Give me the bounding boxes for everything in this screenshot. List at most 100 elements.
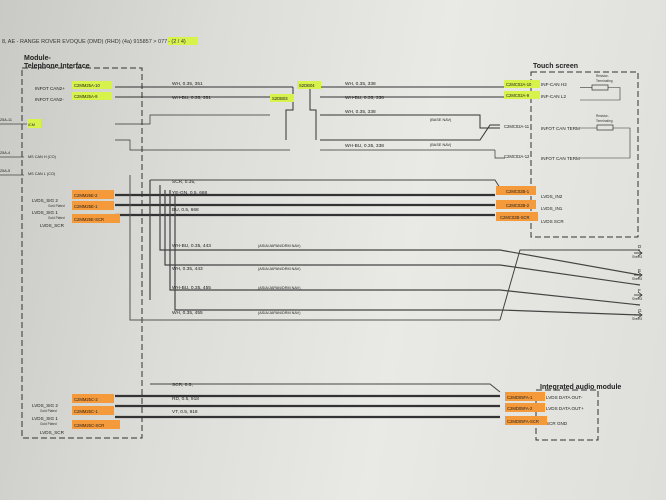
pin-label: INF-CAN H2	[541, 82, 567, 87]
sheet-ref: F	[638, 288, 641, 293]
wire-label: WH-BU, 0.35, 338	[345, 95, 384, 101]
orange-connector	[72, 420, 120, 429]
connector-label: C2MC02B-SCR	[500, 215, 530, 220]
orange-connector	[72, 201, 114, 210]
connector-label: C2MM25E-SCR	[74, 217, 104, 222]
sheet-ref: Sheet3	[632, 297, 642, 301]
pin-label: INFOT CAN TERM	[541, 126, 580, 131]
connector-label: C2MC02A-9	[506, 93, 530, 98]
green-connector	[270, 94, 294, 102]
orange-connector	[496, 186, 536, 195]
left-label: MS CAN L (CO)	[28, 172, 56, 176]
icm-highlight	[27, 119, 41, 128]
wire-label: YE-GN, 0.5, 668	[172, 190, 208, 196]
wire	[580, 127, 631, 159]
green-connector	[72, 92, 112, 100]
connector-label: C2MC02B-2	[506, 203, 530, 208]
wire	[320, 114, 500, 129]
arrow-icon	[634, 311, 643, 319]
wire	[150, 383, 501, 393]
wire-label: WH-BU, 0.35, 338	[345, 143, 384, 149]
resistor-label: Resistor-	[596, 74, 609, 78]
connector-label: C2MM25C-2	[74, 397, 98, 402]
resistor-label: Terminating	[596, 119, 613, 123]
arrow-icon	[634, 249, 643, 257]
telephone-module-title-1: Module-	[24, 55, 51, 62]
wire	[115, 114, 270, 125]
connector-label: C2MM25A-10	[74, 83, 101, 88]
wire-label: BU, 0.5, 668	[172, 207, 199, 213]
wire	[150, 179, 501, 189]
orange-connector	[72, 214, 120, 223]
green-connector	[504, 91, 540, 99]
connector-label: C2MD05FA-SCR	[507, 419, 539, 424]
green-connector	[297, 81, 321, 89]
wire	[580, 87, 621, 101]
green-connector	[504, 80, 540, 88]
asia-nav-note: (ASIA/JAPAN/DRM NAV)	[258, 286, 301, 290]
base-nav-note: (BASE NAV)	[430, 143, 452, 147]
gold-plated-note: Gold Plated	[40, 409, 57, 413]
pin-label: LVDS_SCR	[40, 223, 65, 228]
wire-label: WH, 0.35, 351	[172, 81, 203, 87]
resistor-icon	[591, 84, 609, 91]
connector-label: C2MD05FA-2	[507, 406, 533, 411]
orange-connector	[72, 394, 114, 403]
connector-label: C2MD05FA-1	[507, 395, 533, 400]
sheet-highlight	[167, 37, 197, 45]
arrow-icon	[634, 271, 643, 279]
wire-label: WH-BU, 0.35, 443	[172, 243, 211, 249]
telephone-module-title-2: Telephone Interface	[24, 63, 90, 70]
telephone-module-box	[21, 67, 143, 439]
sheet-ref: E	[638, 268, 641, 273]
connector-label: S2DB03	[272, 96, 288, 101]
base-nav-note: (BASE NAV)	[430, 118, 452, 122]
sheet-ref: G	[638, 308, 642, 313]
connector-label: C2MC02A-11	[504, 124, 530, 129]
connector-label: C2MM25E-1	[74, 204, 98, 209]
wire-label: WH, 0.35, 338	[345, 109, 376, 115]
wire	[499, 249, 640, 321]
green-connector	[72, 81, 112, 89]
wire-label: WH, 0.35, 455	[172, 310, 203, 316]
left-label: ICM	[28, 123, 35, 127]
header-model-text: 8, AE - RANGE ROVER EVOQUE (DMD) (RHD) (…	[2, 39, 176, 45]
pin-label: LVDS_SCR	[40, 430, 65, 435]
wire-label: WH-BU, 0.35, 455	[172, 285, 211, 291]
connector-label: S2DB04	[299, 83, 315, 88]
audio-module-box	[535, 389, 599, 441]
wire-label: SCR, 0.35,	[172, 179, 195, 185]
orange-connector	[496, 200, 536, 209]
connector-label: C2MC02B-1	[506, 189, 530, 194]
asia-nav-note: (ASIA/JAPAN/DRM NAV)	[258, 267, 301, 271]
pin-label: INFOT CAN TERM	[541, 156, 580, 161]
wire-label: RD, 0.5, 918	[172, 396, 199, 402]
orange-connector	[72, 406, 114, 415]
pin-label: LVDS DATA OUT-	[546, 395, 583, 400]
connector-label: C2MM25E-2	[74, 193, 98, 198]
connector-label: C2MM25A-9	[74, 94, 98, 99]
pin-label: INF-CAN L2	[541, 94, 566, 99]
left-label: 25A-11	[0, 118, 12, 122]
touch-screen-box	[530, 71, 639, 238]
wire-label: WH, 0.35, 338	[345, 81, 376, 87]
orange-connector	[505, 416, 547, 425]
gold-plated-note: Gold Plated	[48, 204, 65, 208]
wire	[115, 139, 290, 151]
wire-label: VT, 0.5, 918	[172, 409, 198, 415]
wire	[309, 87, 317, 140]
pin-label: LVDS_SIG 1	[32, 416, 58, 421]
left-label: 25A-4	[0, 151, 10, 155]
pin-label: SCR GND	[546, 421, 568, 426]
resistor-label: Terminating	[596, 79, 613, 83]
orange-connector	[496, 212, 538, 221]
wire	[159, 185, 641, 276]
resistor-icon	[596, 124, 614, 131]
wire-label: WH-BU, 0.35, 351	[172, 95, 211, 101]
connector-label: C2MM25C-SCR	[74, 423, 104, 428]
pin-label: LVDS DATA OUT+	[546, 406, 584, 411]
pin-label: INFOT CAN2+	[35, 86, 65, 91]
gold-plated-note: Gold Plated	[48, 216, 65, 220]
sheet-ref: Sheet3	[632, 317, 642, 321]
